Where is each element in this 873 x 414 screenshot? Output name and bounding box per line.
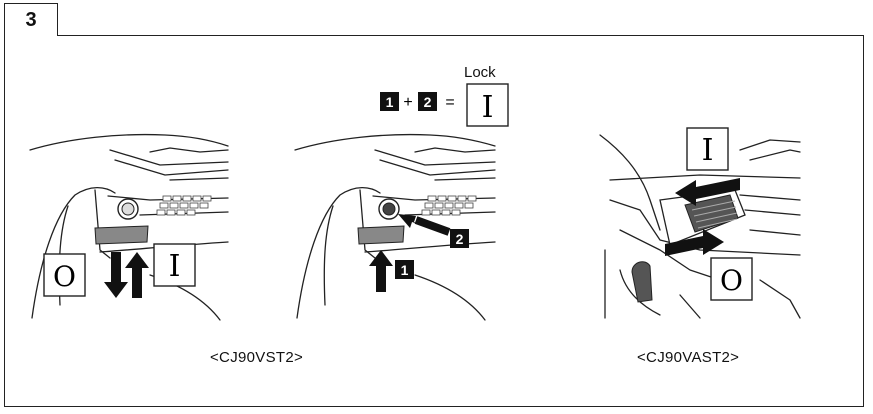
step-frame <box>4 35 864 407</box>
lock-label: Lock <box>464 64 496 81</box>
caption-cj90vst2: <CJ90VST2> <box>210 349 304 366</box>
step-number: 3 <box>4 3 58 36</box>
caption-cj90vast2: <CJ90VAST2> <box>637 349 740 366</box>
